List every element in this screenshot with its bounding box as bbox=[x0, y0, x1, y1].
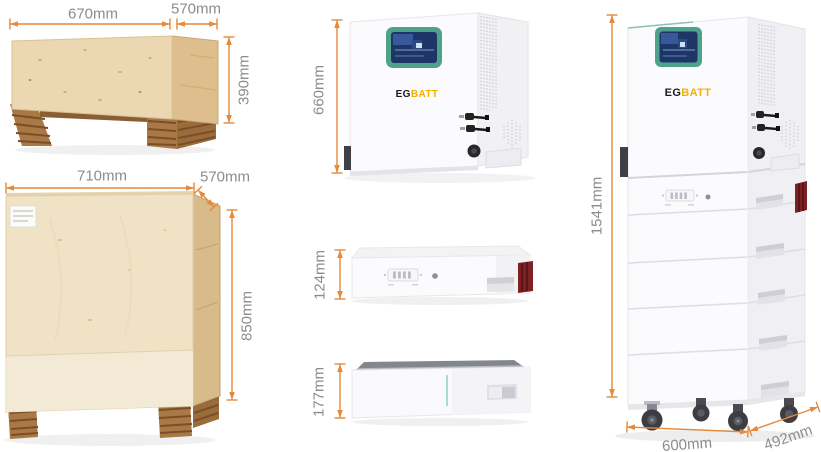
crate-top-edge bbox=[6, 191, 193, 196]
power-button bbox=[432, 273, 438, 279]
battery-connector-red bbox=[795, 181, 807, 213]
power-button bbox=[705, 194, 711, 200]
wood-grain-specks bbox=[28, 49, 217, 101]
battery-module-photo: 124mm bbox=[311, 245, 533, 305]
soc-indicator bbox=[662, 189, 698, 206]
tower-bottom-edge bbox=[628, 392, 805, 410]
lid-highlight bbox=[357, 365, 523, 370]
inverter-bottom-edge bbox=[350, 166, 478, 176]
dim-small-crate-depth bbox=[176, 18, 218, 30]
small-crate-photo: 670mm 570mm 390mm bbox=[9, 0, 252, 155]
large-crate-width-label: 710mm bbox=[77, 167, 127, 184]
dim-small-crate-height bbox=[223, 36, 235, 124]
dim-large-crate-depth bbox=[193, 185, 219, 212]
dim-base-module-height bbox=[334, 363, 346, 419]
inverter-side-face bbox=[477, 12, 529, 167]
wood-grain-specks bbox=[49, 214, 219, 341]
stack-seams bbox=[627, 17, 806, 400]
inverter-height-label: 660mm bbox=[310, 65, 327, 115]
handle-recess bbox=[487, 277, 514, 292]
speaker-grille bbox=[503, 120, 521, 148]
cable-recess bbox=[485, 147, 522, 169]
large-crate-depth-label: 570mm bbox=[200, 168, 250, 185]
caster-wheels bbox=[641, 398, 798, 431]
battery-connector-red bbox=[518, 261, 533, 293]
cable-recess bbox=[770, 153, 800, 172]
power-knob bbox=[753, 147, 765, 159]
dim-tower-width bbox=[626, 421, 749, 438]
small-crate-width-label: 670mm bbox=[68, 5, 118, 22]
crate-seam bbox=[5, 349, 194, 357]
handle-recesses bbox=[756, 194, 789, 398]
tower-shadow bbox=[615, 430, 815, 442]
speaker-grille bbox=[781, 120, 799, 149]
tower-display bbox=[655, 27, 702, 67]
side-bracket bbox=[344, 146, 351, 170]
dim-small-crate-width bbox=[9, 18, 171, 30]
dim-tower-height bbox=[606, 14, 618, 398]
battery-module-height-label: 124mm bbox=[311, 250, 328, 300]
top-accent-strip bbox=[627, 21, 694, 29]
dim-battery-module-height bbox=[334, 249, 346, 300]
crate-side-face bbox=[192, 193, 221, 407]
module-shadow bbox=[352, 297, 528, 305]
tower-front-face bbox=[627, 16, 749, 406]
shipping-label-lines bbox=[13, 210, 33, 222]
brand-logo: EGBATT bbox=[665, 87, 712, 99]
module-shadow bbox=[352, 418, 528, 426]
power-knob bbox=[467, 144, 481, 158]
stacked-system-photo: EGBATT bbox=[588, 14, 821, 452]
small-crate-height-label: 390mm bbox=[235, 55, 252, 105]
soc-indicator bbox=[384, 268, 422, 286]
small-crate-depth-label: 570mm bbox=[171, 0, 221, 17]
tower-depth-label: 492mm bbox=[762, 422, 815, 452]
tower-width-label: 600mm bbox=[662, 435, 713, 452]
unit-shadow bbox=[345, 173, 535, 183]
inverter-display bbox=[386, 27, 442, 68]
inverter-photo: EGBATT bbox=[310, 12, 535, 183]
dim-large-crate-height bbox=[226, 209, 238, 401]
brand-logo: EGBATT bbox=[396, 89, 439, 100]
dim-large-crate-width bbox=[5, 182, 195, 194]
crate-side-face bbox=[171, 35, 219, 125]
pv-connectors bbox=[751, 111, 780, 131]
base-module-photo: 177mm bbox=[310, 360, 531, 426]
handle-recess bbox=[487, 384, 517, 400]
vent-grille bbox=[480, 16, 497, 110]
side-bracket bbox=[620, 147, 628, 177]
pv-connectors bbox=[459, 113, 490, 132]
crate-front-face bbox=[11, 35, 173, 120]
dim-tower-depth bbox=[747, 401, 821, 437]
dim-inverter-height bbox=[331, 19, 343, 174]
large-crate-photo: 710mm 570mm 850mm bbox=[5, 167, 255, 446]
crate-lower-band bbox=[6, 350, 193, 412]
pallet-feet bbox=[10, 104, 216, 149]
base-module-height-label: 177mm bbox=[310, 367, 327, 417]
large-crate-height-label: 850mm bbox=[238, 291, 255, 341]
vent-grille bbox=[758, 24, 775, 106]
tower-height-label: 1541mm bbox=[588, 177, 605, 235]
